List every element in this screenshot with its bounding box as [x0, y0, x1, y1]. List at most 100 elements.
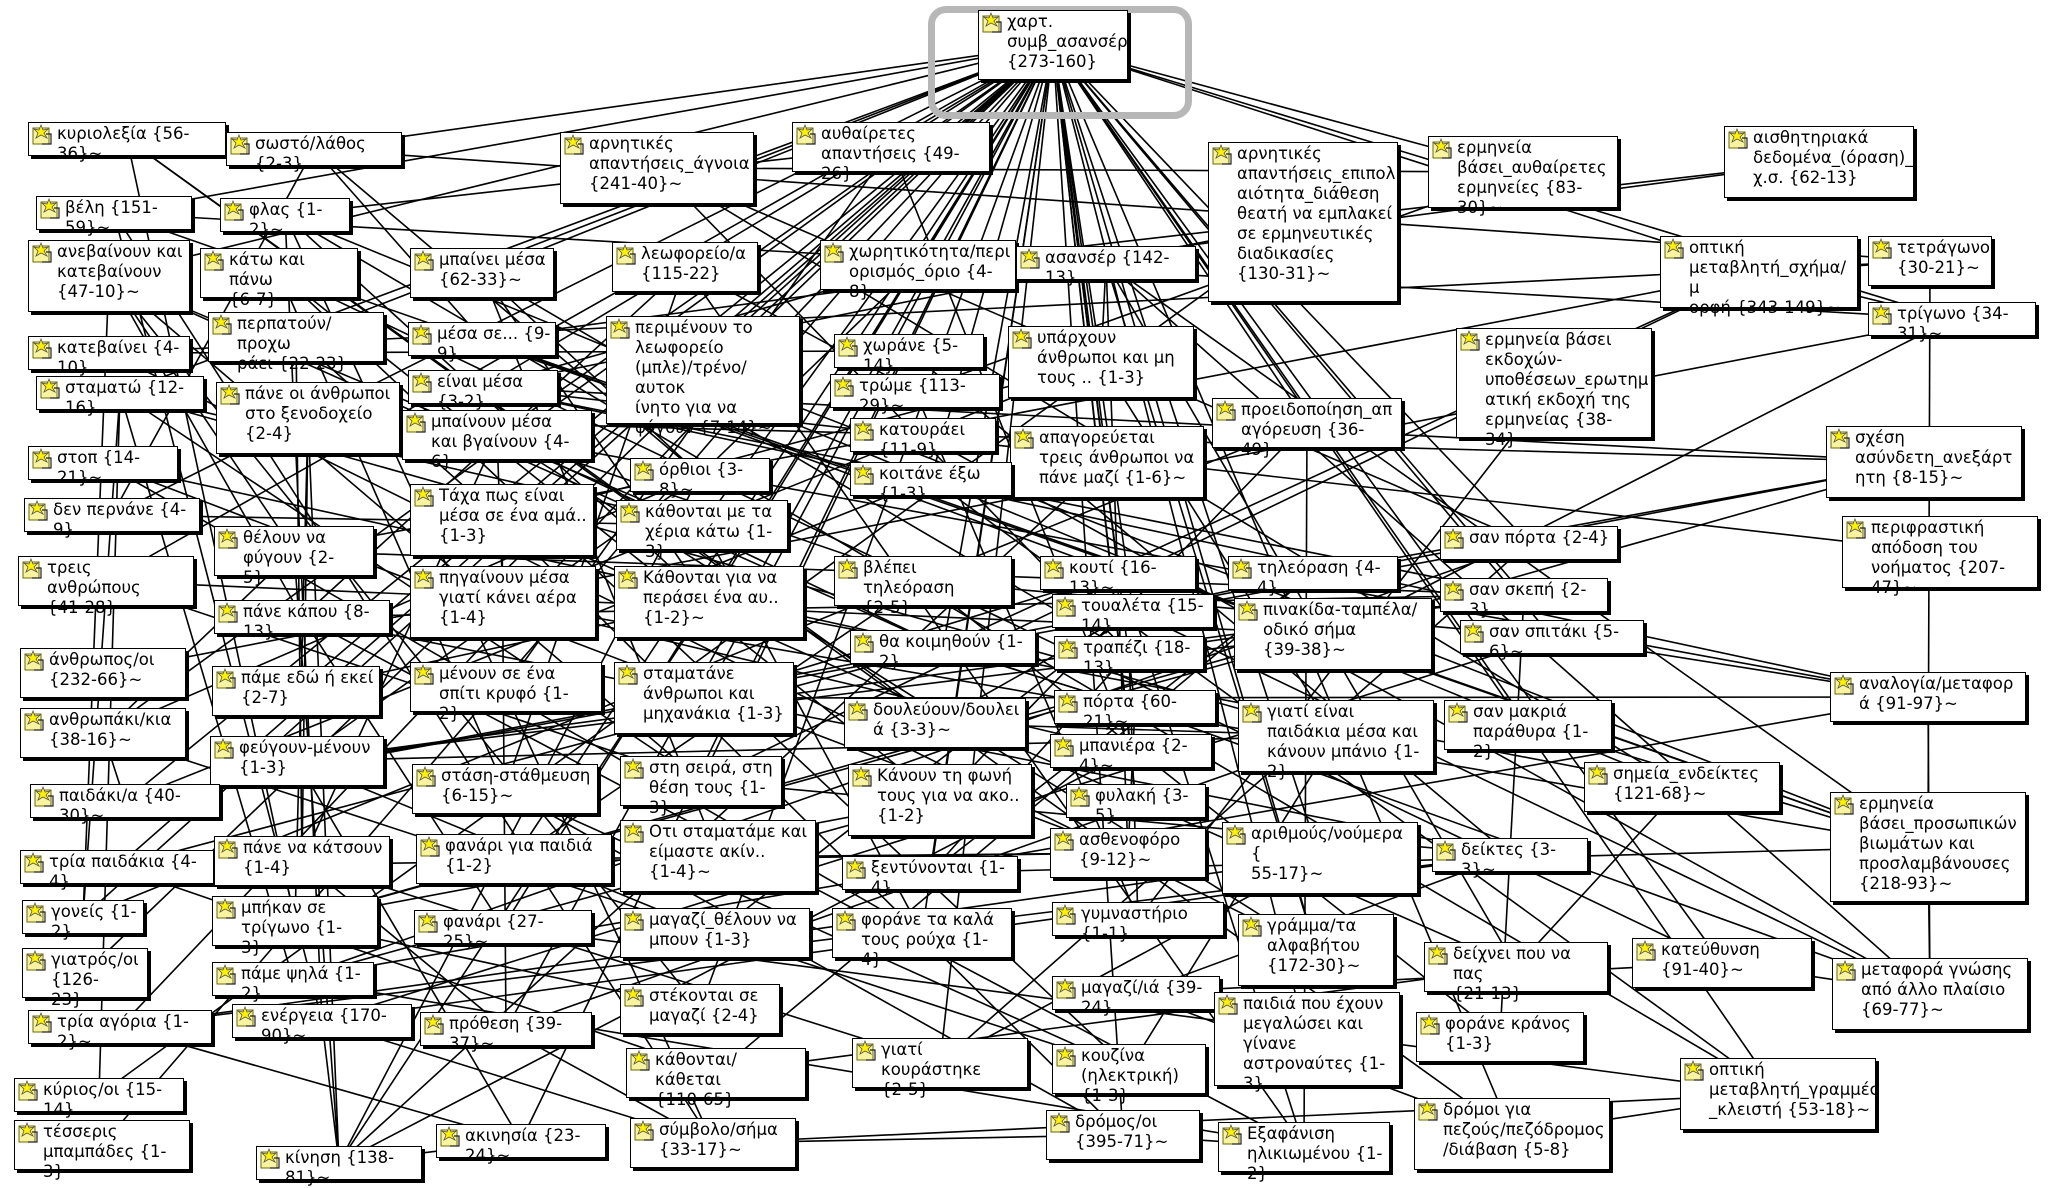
code-node[interactable]: οπτική μεταβλητή_σχήμα/μ ορφή {343-149}~ — [1660, 236, 1858, 317]
code-node[interactable]: δεν περνάνε {4-9} — [24, 498, 200, 539]
code-node[interactable]: τρία αγόρια {1-2}~ — [28, 1010, 212, 1051]
code-node[interactable]: μαγαζί/ιά {39-24} — [1052, 976, 1220, 1017]
code-node[interactable]: πόρτα {60-21}~ — [1054, 690, 1216, 731]
code-node[interactable]: κάτω και πάνω {6-7}~ — [200, 248, 358, 309]
code-node[interactable]: πρόθεση {39-37}~ — [420, 1012, 592, 1053]
code-node[interactable]: περιμένουν το λεωφορείο (μπλε)/τρένο/αυτ… — [606, 316, 800, 437]
code-node[interactable]: Κάθονται για να περάσει ένα αυ.. {1-2}~ — [614, 566, 804, 638]
code-node[interactable]: φανάρι {27-25}~ — [414, 910, 592, 951]
code-node[interactable]: ξεντύνονται {1-4} — [842, 856, 1018, 897]
code-node[interactable]: σαν μακριά παράθυρα {1-2} — [1444, 700, 1612, 761]
code-node[interactable]: στη σειρά, στη θέση τους {1-3} — [620, 756, 782, 817]
code-node[interactable]: στάση-στάθμευση {6-15}~ — [412, 764, 598, 814]
root-code-node[interactable]: χαρτ. συμβ_ασανσέρ {273-160} — [978, 10, 1128, 80]
code-node[interactable]: πάνε κάπου {8-13} — [214, 600, 390, 641]
code-node[interactable]: απαγορεύεται τρεις άνθρωποι να πάνε μαζί… — [1010, 426, 1204, 498]
code-node[interactable]: φυλακή {3-5} — [1066, 784, 1206, 825]
code-node[interactable]: σαν σπιτάκι {5-6}~ — [1460, 620, 1644, 661]
code-node[interactable]: περιφραστική απόδοση του νοήματος {207-4… — [1842, 516, 2038, 597]
code-node[interactable]: πάνε οι άνθρωποι στο ξενοδοχείο {2-4} — [216, 382, 400, 454]
code-node[interactable]: πηγαίνουν μέσα γιατί κάνει αέρα {1-4} — [410, 566, 596, 638]
code-node[interactable]: μέσα σε... {9-9} — [408, 322, 556, 363]
code-node[interactable]: ενέργεια {170-90}~ — [232, 1004, 412, 1045]
code-node[interactable]: αναλογία/μεταφορ ά {91-97}~ — [1830, 672, 2026, 722]
code-node[interactable]: τηλεόραση {4-4} — [1228, 556, 1398, 597]
code-node[interactable]: κουτί {16-13}~ — [1040, 556, 1196, 597]
code-node[interactable]: δείκτες {3-3}~ — [1432, 838, 1588, 879]
code-node[interactable]: σημεία_ενδείκτες {121-68}~ — [1584, 762, 1780, 812]
code-node[interactable]: ασανσέρ {142-13} — [1016, 246, 1196, 287]
code-node[interactable]: πάμε εδώ ή εκεί {2-7} — [212, 666, 380, 716]
code-node[interactable]: γράμμα/τα αλφαβήτου {172-30}~ — [1238, 914, 1394, 986]
code-node[interactable]: Τάχα πως είναι μέσα σε ένα αμά.. {1-3} — [410, 484, 594, 556]
code-node[interactable]: αρνητικές απαντήσεις_επιπολ αιότητα_διάθ… — [1208, 142, 1398, 302]
code-node[interactable]: θα κοιμηθούν {1-2} — [850, 630, 1036, 671]
code-node[interactable]: κύριος/οι {15-14} — [14, 1078, 184, 1119]
code-node[interactable]: φλας {1-2}~ — [220, 198, 350, 239]
code-node[interactable]: σαν σκεπή {2-3} — [1440, 578, 1608, 619]
code-node[interactable]: πάνε να κάτσουν {1-4} — [214, 836, 390, 886]
code-node[interactable]: μαγαζί_θέλουν να μπουν {1-3} — [620, 908, 810, 958]
code-node[interactable]: γονείς {1-2} — [22, 900, 144, 941]
code-node[interactable]: λεωφορείο/α {115-22} — [612, 242, 758, 292]
code-node[interactable]: δρόμοι για πεζούς/πεζόδρομος /διάβαση {5… — [1414, 1098, 1610, 1170]
code-node[interactable]: τετράγωνο {30-21}~ — [1868, 236, 1992, 286]
code-node[interactable]: τρία παιδάκια {4-4} — [20, 850, 214, 891]
code-node[interactable]: κάθονται/κάθεται {110-65}~ — [626, 1048, 806, 1109]
code-node[interactable]: τέσσερις μπαμπάδες {1-3}~ — [14, 1120, 190, 1181]
code-node[interactable]: πινακίδα-ταμπέλα/ οδικό σήμα {39-38}~ — [1234, 598, 1432, 670]
code-node[interactable]: προειδοποίηση_απ αγόρευση {36-49}~ — [1212, 398, 1402, 459]
code-node[interactable]: στοπ {14-21}~ — [28, 446, 178, 487]
code-node[interactable]: ακινησία {23-24}~ — [436, 1124, 606, 1165]
code-node[interactable]: κουζίνα (ηλεκτρική) {1-3} — [1052, 1044, 1206, 1105]
code-node[interactable]: μπαίνουν μέσα και βγαίνουν {4-6} — [402, 410, 592, 471]
code-node[interactable]: φανάρι για παιδιά {1-2} — [416, 834, 612, 884]
code-node[interactable]: βλέπει τηλεόραση {2-5}~ — [834, 556, 1012, 617]
code-node[interactable]: σωστό/λάθος {2-3} — [226, 132, 402, 173]
code-node[interactable]: μένουν σε ένα σπίτι κρυφό {1-2}~ — [410, 662, 602, 723]
code-node[interactable]: είναι μέσα {3-2} — [408, 370, 558, 411]
code-node[interactable]: φοράνε κράνος {1-3} — [1416, 1012, 1584, 1062]
code-node[interactable]: αισθητηριακά δεδομένα_(όραση)_ χ.σ. {62-… — [1724, 126, 1914, 198]
code-node[interactable]: τρίγωνο {34-31}~ — [1868, 302, 2036, 343]
code-node[interactable]: μπανιέρα {2-4}~ — [1050, 734, 1212, 775]
code-node[interactable]: ασθενοφόρο {9-12}~ — [1050, 828, 1206, 878]
code-node[interactable]: περπατούν/προχω ράει {22-23} — [208, 312, 384, 373]
code-node[interactable]: κίνηση {138-81}~ — [256, 1146, 422, 1187]
code-node[interactable]: αρνητικές απαντήσεις_άγνοια {241-40}~ — [560, 132, 754, 204]
code-node[interactable]: τραπέζι {18-13} — [1054, 636, 1204, 677]
code-node[interactable]: δουλεύουν/δουλει ά {3-3}~ — [844, 698, 1026, 748]
code-node[interactable]: χωρητικότητα/περι ορισμός_όριο {4-8} — [820, 240, 1016, 301]
code-node[interactable]: αριθμούς/νούμερα { 55-17}~ — [1222, 822, 1418, 894]
code-node[interactable]: κατεβαίνει {4-10} — [28, 336, 190, 377]
code-node[interactable]: ερμηνεία βάσει εκδοχών- υποθέσεων_ερωτημ… — [1456, 328, 1652, 449]
code-node[interactable]: παιδάκι/α {40-30}~ — [30, 784, 220, 825]
code-node[interactable]: παιδιά που έχουν μεγαλώσει και γίνανε ασ… — [1214, 992, 1400, 1093]
code-node[interactable]: κατουράει {11-9} — [850, 418, 996, 459]
code-node[interactable]: γιατί κουράστηκε {2-5}~ — [852, 1038, 1028, 1099]
code-node[interactable]: πάμε ψηλά {1-2} — [212, 962, 374, 1003]
code-node[interactable]: τρεις ανθρώπους {41-28}~ — [18, 556, 194, 617]
code-node[interactable]: Εξαφάνιση ηλικιωμένου {1-2} — [1218, 1122, 1390, 1183]
code-node[interactable]: Οτι σταματάμε και είμαστε ακίν.. {1-4}~ — [620, 820, 816, 892]
code-node[interactable]: γιατρός/οι {126-23}~ — [22, 948, 148, 1009]
code-node[interactable]: φοράνε τα καλά τους ρούχα {1-4} — [832, 908, 1012, 969]
code-node[interactable]: σύμβολο/σήμα {33-17}~ — [630, 1118, 796, 1168]
code-node[interactable]: μεταφορά γνώσης από άλλο πλαίσιο {69-77}… — [1832, 958, 2028, 1030]
code-node[interactable]: κυριολεξία {56-36}~ — [28, 122, 226, 163]
code-node[interactable]: οπτική μεταβλητή_γραμμές _κλειστή {53-18… — [1680, 1058, 1879, 1130]
code-node[interactable]: όρθιοι {3-8}~ — [630, 458, 770, 499]
code-node[interactable]: σαν πόρτα {2-4} — [1440, 526, 1618, 560]
code-node[interactable]: κάθονται με τα χέρια κάτω {1-3} — [616, 500, 788, 561]
code-node[interactable]: μπαίνει μέσα {62-33}~ — [410, 248, 554, 298]
code-node[interactable]: δείχνει που να πας {21-13}~ — [1424, 942, 1608, 1003]
code-node[interactable]: στέκονται σε μαγαζί {2-4} — [620, 984, 780, 1034]
code-node[interactable]: φεύγουν-μένουν {1-3} — [210, 736, 384, 786]
code-node[interactable]: Κάνουν τη φωνή τους για να ακο.. {1-2} — [848, 764, 1032, 836]
code-node[interactable]: βέλη {151-59}~ — [36, 196, 192, 237]
code-node[interactable]: ανεβαίνουν και κατεβαίνουν {47-10}~ — [28, 240, 190, 312]
code-node[interactable]: δρόμος/οι {395-71}~ — [1046, 1110, 1200, 1160]
code-node[interactable]: σταματώ {12-16} — [36, 376, 204, 417]
code-node[interactable]: σχέση ασύνδετη_ανεξάρτ ητη {8-15}~ — [1826, 426, 2022, 498]
code-node[interactable]: ανθρωπάκι/κια {38-16}~ — [20, 708, 186, 758]
